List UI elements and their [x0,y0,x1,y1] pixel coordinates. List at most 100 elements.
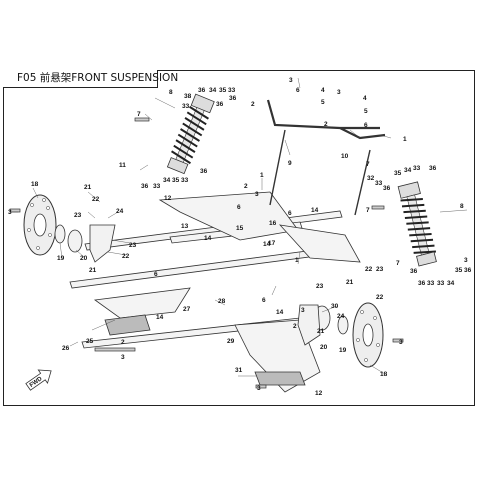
callout-14c: 14 [263,241,271,248]
callout-7: 7 [137,111,141,118]
tie-rod-middle [69,247,333,289]
callout-19: 19 [57,255,65,262]
callout-36i: 36 [418,280,426,287]
upper-a-arm-left [158,191,299,241]
callout-21c: 21 [346,279,354,286]
callout-33e: 33 [375,180,383,187]
callout-36d: 36 [141,183,149,190]
callout-23c: 23 [376,266,384,273]
callout-30: 30 [331,303,339,310]
callout-36h: 36 [410,268,418,275]
callout-7d: 7 [396,260,400,267]
callout-8: 8 [169,89,173,96]
callout-33g: 33 [427,280,435,287]
callout-13: 13 [181,223,189,230]
callout-28: 28 [218,298,226,305]
callout-9: 9 [288,160,292,167]
callout-4: 4 [321,87,325,94]
callout-36b: 36 [229,95,237,102]
upper-a-arm-right [278,224,361,263]
callout-24: 24 [116,208,124,215]
callout-2: 2 [121,339,125,346]
callout-33: 33 [182,103,190,110]
callout-5b: 5 [364,108,368,115]
callout-31: 31 [235,367,243,374]
callout-7b: 7 [366,161,370,168]
callout-33h: 33 [437,280,445,287]
callout-23d: 23 [316,283,324,290]
callout-25: 25 [86,338,94,345]
skid-plate-right [254,371,306,386]
callout-6c: 6 [288,210,292,217]
callout-3g: 3 [399,339,403,346]
callout-34c: 34 [404,167,412,174]
callout-24b: 24 [337,313,345,320]
stabilizer-bar [266,99,386,140]
brake-disc-left [23,194,57,256]
callout-6f: 6 [262,297,266,304]
callout-21d: 21 [317,328,325,335]
bearing-19-right [337,315,349,335]
callout-1c: 1 [295,257,299,264]
callout-33b: 33 [228,87,236,94]
callout-26: 26 [62,345,70,352]
callout-3f: 3 [464,257,468,264]
bearing-19-left [54,224,66,244]
callout-layer: 18 3 19 20 21 22 23 24 23 22 21 25 26 2 … [8,77,472,397]
lower-a-arm-left [93,287,191,319]
callout-35d: 35 [455,267,463,274]
callout-3i: 3 [257,385,261,392]
callout-3e: 3 [337,89,341,96]
brake-disc-right [352,302,384,368]
callout-5: 5 [321,99,325,106]
callout-3b: 3 [121,354,125,361]
callout-3: 3 [8,209,12,216]
callout-36f: 36 [383,185,391,192]
callout-22b: 22 [122,253,130,260]
callout-4b: 4 [363,95,367,102]
shock-absorber-right [397,181,437,267]
callout-6: 6 [154,271,158,278]
callout-12: 12 [164,195,172,202]
callout-14e: 14 [276,309,284,316]
callout-22: 22 [92,196,100,203]
callout-17: 17 [268,240,276,247]
callout-10: 10 [341,153,349,160]
callout-35: 35 [219,87,227,94]
callout-19b: 19 [339,347,347,354]
leader-lines [12,77,468,377]
callout-3c: 3 [255,191,259,198]
shock-absorber-left [166,93,215,175]
bolt-26 [94,347,136,352]
callout-2c: 2 [251,101,255,108]
stabilizer-link-left [269,129,286,206]
direction-arrow: FWD [25,369,52,391]
skid-plate-left [104,314,151,336]
callout-23: 23 [74,212,82,219]
callout-14d: 14 [311,207,319,214]
callout-23b: 23 [129,242,137,249]
callout-34: 34 [209,87,217,94]
callout-36c: 36 [216,101,224,108]
callout-1: 1 [260,172,264,179]
callout-36g: 36 [429,165,437,172]
callout-33d: 33 [181,177,189,184]
callout-18b: 18 [380,371,388,378]
callout-29: 29 [227,338,235,345]
title-text: 前悬架FRONT SUSPENSION [39,72,179,84]
callout-21b: 21 [89,267,97,274]
callout-33c: 33 [153,183,161,190]
callout-20b: 20 [320,344,328,351]
callout-36j: 36 [464,267,472,274]
callout-22d: 22 [376,294,384,301]
callout-2e: 2 [293,323,297,330]
title-code: F05 [17,72,37,84]
bolt-3-bottom [255,384,267,389]
callout-34d: 34 [447,280,455,287]
stabilizer-link-right [354,149,371,216]
callout-12b: 12 [315,390,323,397]
callout-2d: 2 [324,121,328,128]
page-title: F05 前悬架FRONT SUSPENSION [3,70,178,88]
